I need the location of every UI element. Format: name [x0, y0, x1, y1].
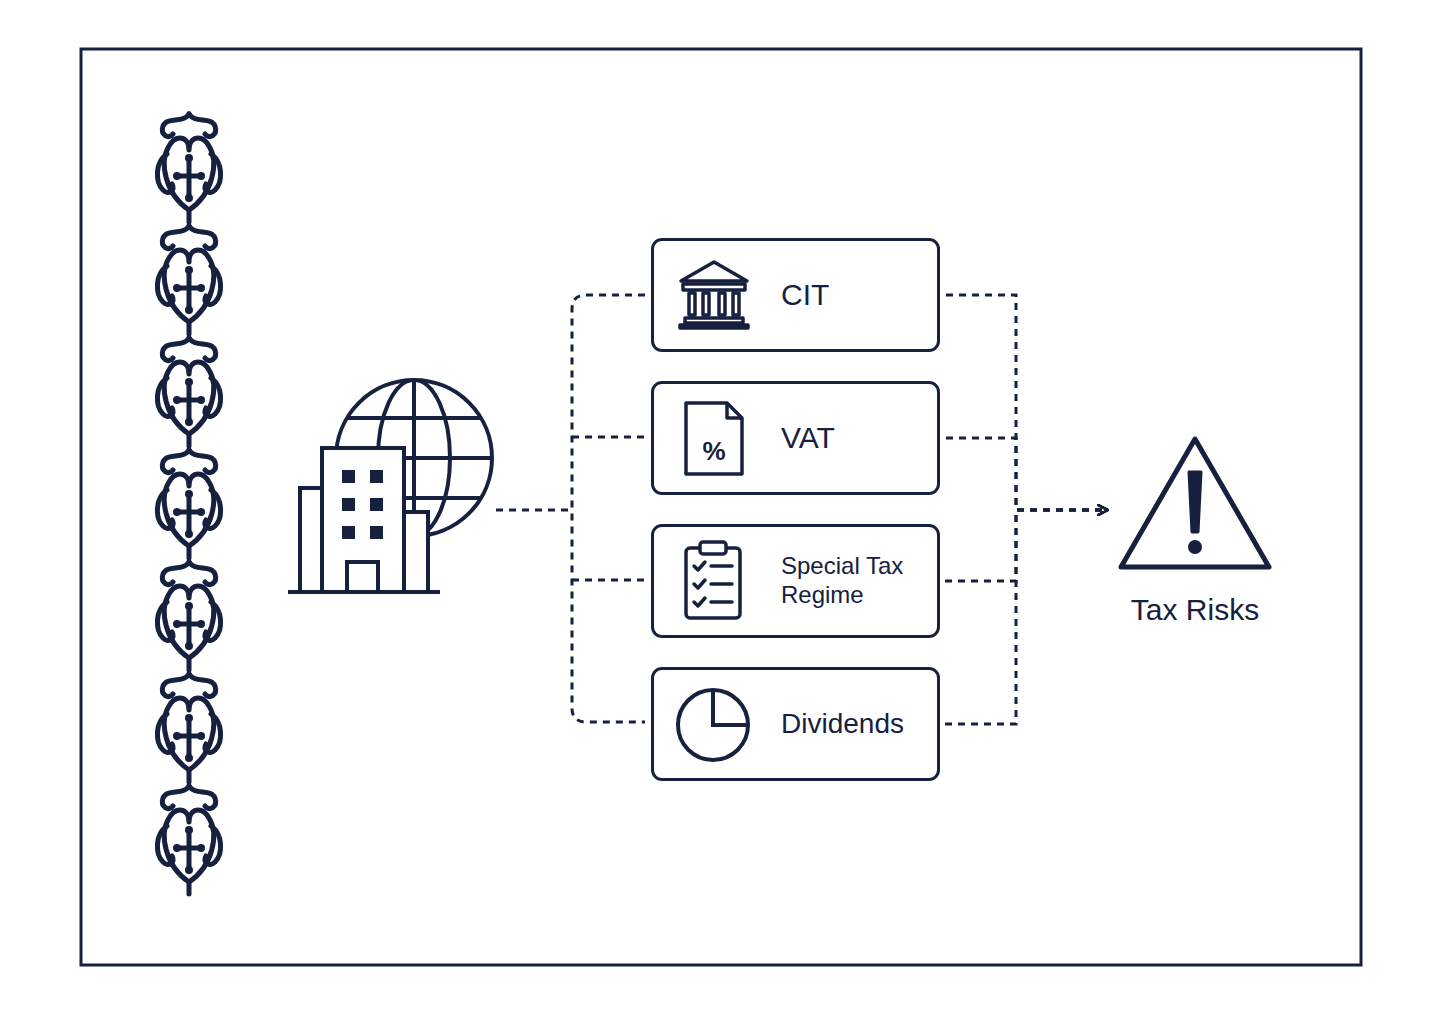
percent-sign: %: [694, 436, 734, 467]
ornament-unit: [157, 226, 220, 334]
dashed-line: [572, 436, 645, 439]
ornament-unit: [157, 786, 220, 894]
building-windows: [342, 470, 383, 539]
pie-icon: [678, 690, 748, 760]
warning-triangle: [1108, 432, 1282, 577]
box-label: Dividends: [781, 707, 904, 741]
dashed-line: [572, 579, 645, 582]
ornament-border: [157, 114, 220, 894]
tax-box: Special Tax Regime: [651, 524, 940, 638]
clipboard-icon: [686, 542, 740, 618]
dashed-connector: [940, 510, 1108, 581]
building-tower: [322, 448, 404, 592]
building-door: [347, 562, 378, 592]
exclamation-bar: [1189, 472, 1201, 532]
tax-box: CIT: [651, 238, 940, 352]
ornament-unit: [157, 338, 220, 446]
triangle-outline: [1121, 439, 1269, 567]
ornament-unit: [157, 674, 220, 782]
dashed-line: [572, 295, 645, 722]
company-globe-icon: [288, 370, 500, 592]
split-lines: [496, 295, 645, 722]
dashed-line: [496, 509, 572, 512]
tax-box: Dividends: [651, 667, 940, 781]
box-label: Special Tax Regime: [781, 552, 931, 610]
document-icon: [686, 403, 742, 474]
box-label: CIT: [781, 277, 829, 313]
warning-label: Tax Risks: [1108, 592, 1282, 628]
ornament-unit: [157, 562, 220, 670]
ornament-unit: [157, 114, 220, 222]
risk-warning: Tax Risks: [1108, 432, 1282, 637]
dashed-connector: [940, 295, 1108, 510]
exclamation-dot: [1188, 540, 1202, 554]
dashed-connector: [940, 438, 1108, 510]
ornament-unit: [157, 450, 220, 558]
bank-icon: [680, 262, 748, 328]
box-label: VAT: [781, 420, 835, 456]
dashed-connector: [940, 510, 1108, 724]
tax-box: VAT: [651, 381, 940, 495]
outer-frame: [81, 49, 1361, 965]
ground-line: [288, 590, 440, 594]
